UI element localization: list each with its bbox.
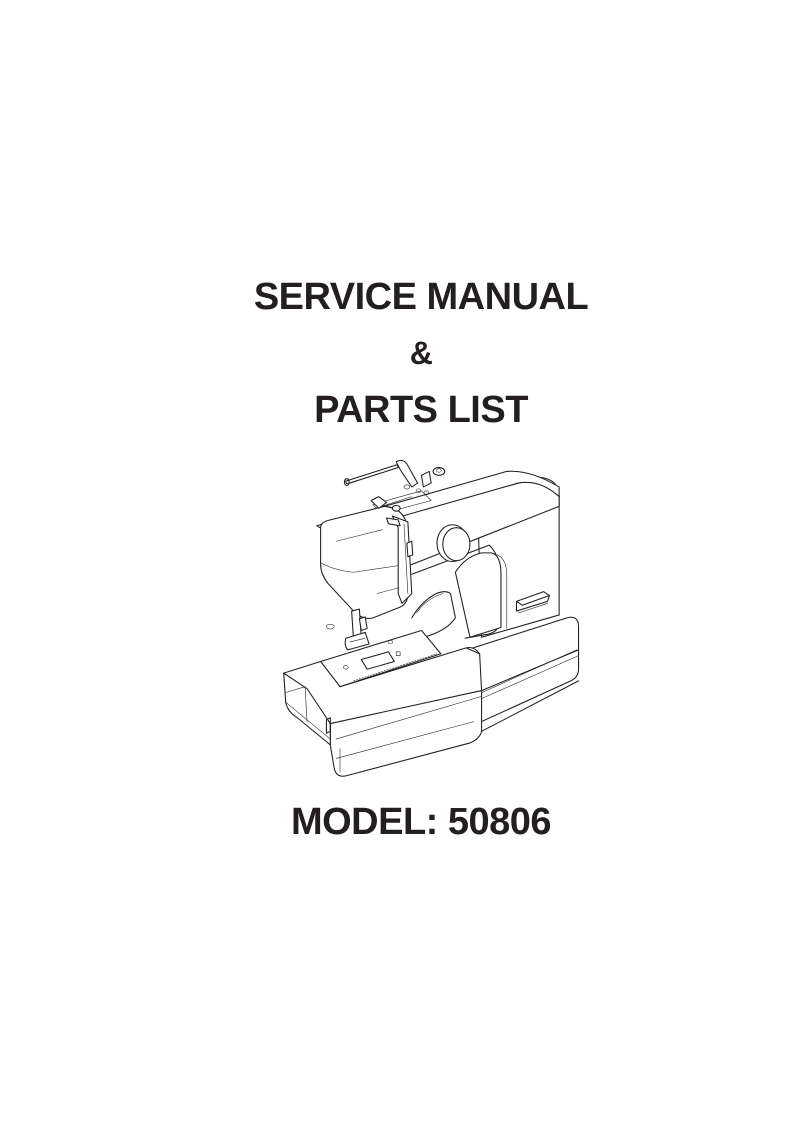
sewing-machine-icon bbox=[283, 459, 580, 777]
document-title: SERVICE MANUAL bbox=[253, 276, 589, 318]
model-number-label: MODEL: 50806 bbox=[290, 801, 552, 843]
document-subtitle: PARTS LIST bbox=[314, 389, 528, 431]
title-ampersand: & bbox=[409, 335, 433, 371]
sewing-machine-illustration bbox=[276, 448, 596, 778]
